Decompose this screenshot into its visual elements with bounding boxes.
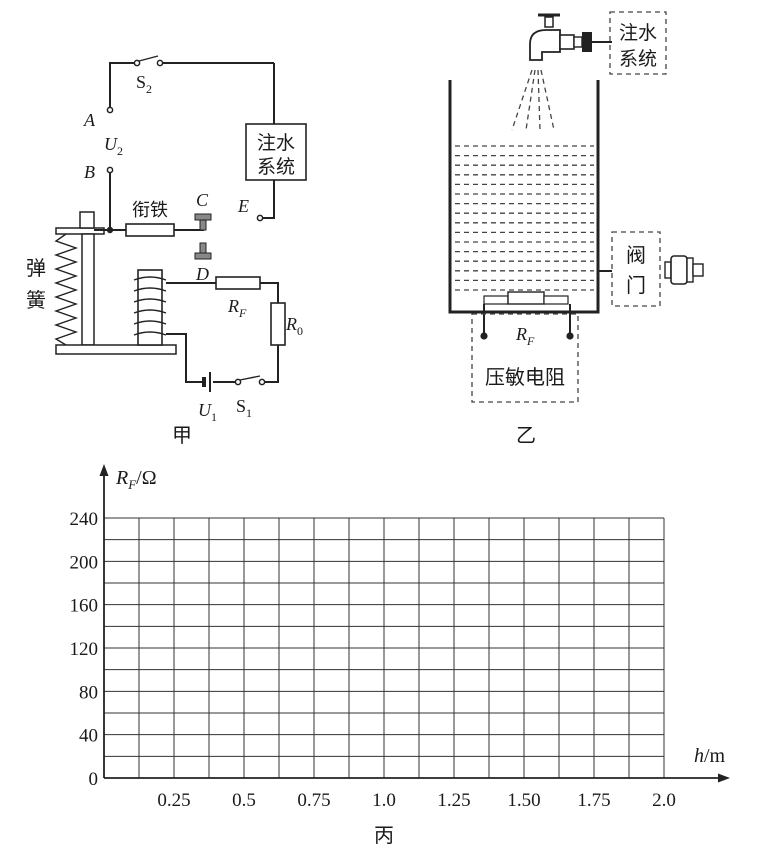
x-tick-label: 0.5: [232, 790, 256, 811]
switch-s2: [133, 55, 164, 67]
water-spray: [511, 69, 555, 131]
x-axis-label: h/m: [694, 745, 726, 767]
wire-e: [262, 180, 275, 219]
terminal-a: [106, 106, 114, 114]
y-axis-label: RF/Ω: [115, 467, 157, 492]
x-tick-label: 0.25: [157, 790, 190, 811]
label-c: C: [196, 190, 209, 210]
junction-dot: [106, 226, 114, 234]
label-e: E: [237, 196, 249, 216]
circuit-jia: S2 A U2 B 注水 系统 E 弹 簧 衔铁 C: [26, 55, 307, 447]
water-system-box-yi: [609, 11, 667, 75]
base-plate: [55, 344, 177, 355]
terminal-b: [106, 166, 114, 174]
water-system-line2: 系统: [257, 156, 295, 178]
sensor-box: [471, 313, 579, 403]
label-spring-2: 簧: [26, 288, 46, 312]
label-r0: R0: [285, 314, 303, 338]
faucet-icon: [529, 13, 612, 61]
x-tick-label: 1.75: [577, 790, 610, 811]
wire-top-loop: [109, 62, 137, 108]
sensor-terminal-right: [566, 332, 574, 340]
x-tick-label: 1.0: [372, 790, 396, 811]
label-armature: 衔铁: [132, 200, 168, 221]
label-sensor: 压敏电阻: [485, 365, 565, 389]
frame-post: [81, 233, 95, 346]
y-tick-label: 120: [70, 639, 99, 660]
resistor-rf: [215, 276, 261, 290]
switch-s1: [234, 375, 266, 386]
y-tick-label: 240: [70, 509, 99, 530]
sensor-terminal-left: [480, 332, 488, 340]
tank-wall: [448, 80, 600, 314]
label-s2: S2: [136, 72, 152, 96]
chart-grid: [104, 517, 665, 778]
x-axis-arrow: [718, 773, 730, 783]
wire-r0-s1: [265, 345, 279, 383]
armature: [125, 223, 175, 237]
wire-battery-coil: [166, 333, 202, 383]
y-axis-arrow: [99, 464, 109, 476]
valve-icon: [664, 255, 704, 285]
caption-jia: 甲: [172, 423, 192, 447]
label-u1: U1: [198, 400, 217, 424]
tank-yi: 注水 系统 RF 压敏电阻 阀 门 乙: [448, 11, 704, 447]
chart-bing: 0 40 80 120 160 200 240 0.25 0.5 0.75 1.0 1.25 1.50 1…: [70, 464, 730, 847]
label-valve-2: 门: [626, 273, 646, 297]
valve-box: [611, 231, 661, 307]
y-tick-label: 80: [79, 682, 98, 703]
water-system-yi-line1: 注水: [619, 22, 657, 44]
label-spring-1: 弹: [26, 256, 46, 280]
sensor-pad-right: [543, 295, 569, 305]
x-tick-label: 0.75: [297, 790, 330, 811]
label-u2: U2: [104, 134, 123, 158]
y-tick-label: 40: [79, 726, 98, 747]
electromagnet-coil: [133, 276, 167, 336]
water-system-box: [245, 123, 307, 181]
label-rf: RF: [227, 296, 247, 320]
contact-d: [194, 242, 212, 260]
y-tick-label: 0: [89, 769, 99, 790]
battery-u1: [202, 372, 211, 392]
contact-c: [194, 213, 212, 231]
label-rf-yi: RF: [515, 324, 535, 348]
terminal-e: [256, 214, 264, 222]
y-tick-label: 160: [70, 596, 99, 617]
label-s1: S1: [236, 396, 252, 420]
label-a: A: [83, 110, 96, 130]
resistor-r0: [270, 302, 286, 346]
label-d: D: [195, 264, 209, 284]
y-tick-label: 200: [70, 552, 99, 573]
x-tick-label: 2.0: [652, 790, 676, 811]
x-tick-label: 1.50: [507, 790, 540, 811]
sensor-plate: [507, 291, 545, 305]
water-system-line1: 注水: [257, 132, 295, 154]
water-level-lines: [455, 145, 594, 291]
label-b: B: [84, 162, 95, 182]
x-tick-label: 1.25: [437, 790, 470, 811]
spring-coil: [53, 233, 79, 346]
armature-pivot: [79, 211, 95, 229]
chart-ticks: 0 40 80 120 160 200 240 0.25 0.5 0.75 1.0 1.25 1.50 1…: [70, 509, 676, 811]
wire-rf-r0: [260, 282, 279, 303]
caption-yi: 乙: [516, 423, 536, 447]
water-system-yi-line2: 系统: [619, 48, 657, 70]
sensor-pad-left: [483, 295, 509, 305]
electromagnet-core: [137, 269, 163, 346]
label-valve-1: 阀: [626, 243, 646, 267]
caption-bing: 丙: [374, 823, 394, 847]
